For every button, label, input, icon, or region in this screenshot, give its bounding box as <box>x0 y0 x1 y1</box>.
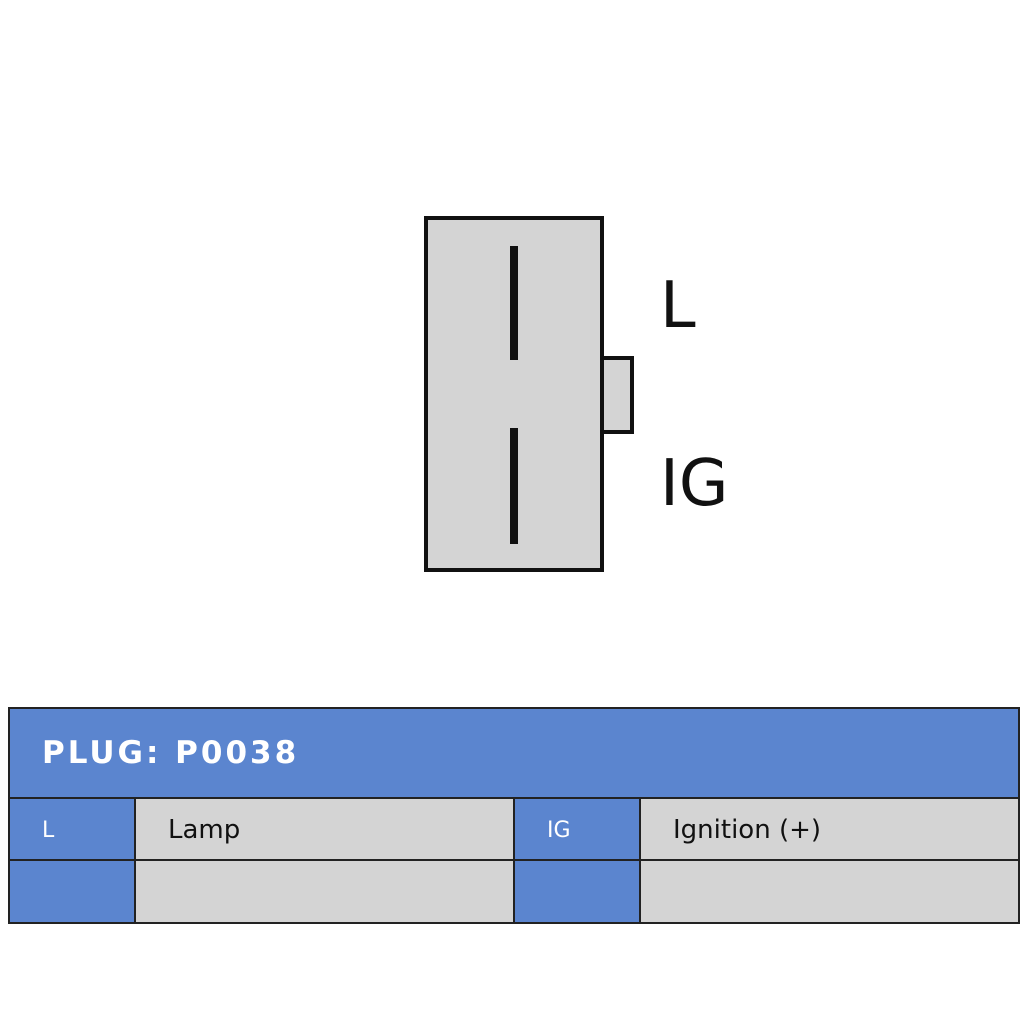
pin-code-cell <box>10 861 134 922</box>
pin-description-cell <box>136 861 513 922</box>
plug-pinout-table: PLUG: P0038 L Lamp IG Ignition (+) <box>8 707 1020 924</box>
connector-diagram <box>424 216 634 572</box>
table-header: PLUG: P0038 <box>10 709 1018 797</box>
pin-description-cell: Lamp <box>136 799 513 859</box>
pin-description-lamp: Lamp <box>168 815 241 845</box>
pin-label-ig: IG <box>660 447 729 521</box>
pin-description-cell <box>641 861 1018 922</box>
pin-label-l: L <box>660 269 696 343</box>
pin-code-l: L <box>42 818 55 843</box>
plug-title: PLUG: P0038 <box>42 735 300 771</box>
pin-description-ignition: Ignition (+) <box>673 815 822 845</box>
connector-latch-tab <box>600 356 634 434</box>
pin-code-cell: L <box>10 799 134 859</box>
pin-code-cell: IG <box>515 799 639 859</box>
pin-code-cell <box>515 861 639 922</box>
pin-code-ig: IG <box>547 818 571 843</box>
pin-description-cell: Ignition (+) <box>641 799 1018 859</box>
